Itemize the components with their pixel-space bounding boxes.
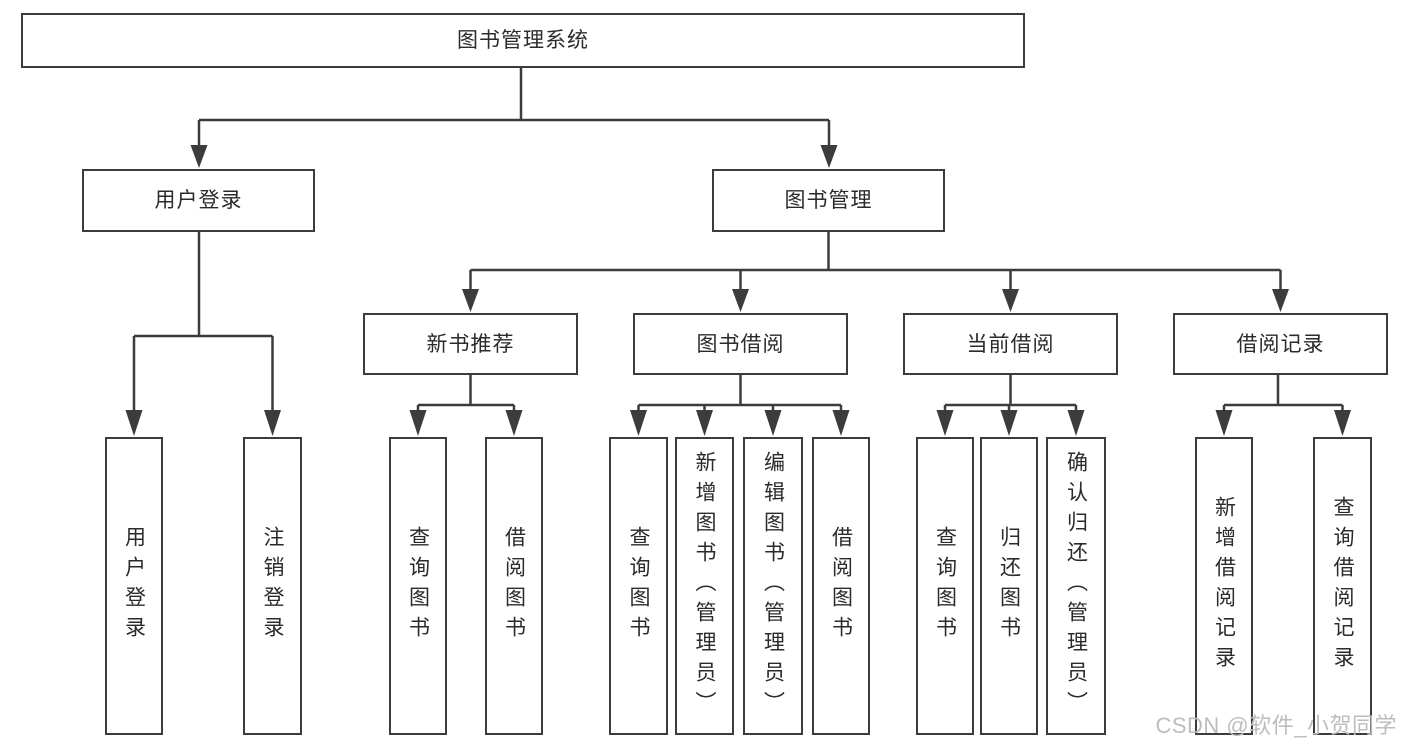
leaf-logout-login: 注销登录: [243, 437, 302, 735]
node-label: 查询图书: [933, 526, 957, 646]
node-label: 确认归还（管理员）: [1064, 451, 1088, 721]
connector-book-management-to-level3: [469, 232, 1282, 291]
leaf-edit-books-admin: 编辑图书（管理员）: [743, 437, 803, 735]
node-label: 注销登录: [261, 526, 284, 646]
leaf-return-books: 归还图书: [980, 437, 1038, 735]
node-label: 新增借阅记录: [1212, 496, 1236, 676]
node-user-login: 用户登录: [82, 169, 315, 232]
connector-new-book-to-leaves: [416, 375, 516, 412]
leaf-query-borrowing-record: 查询借阅记录: [1313, 437, 1372, 735]
node-label: 新增图书（管理员）: [693, 451, 716, 721]
leaf-confirm-return-admin: 确认归还（管理员）: [1046, 437, 1106, 735]
node-book-management: 图书管理: [712, 169, 945, 232]
node-label: 借阅记录: [1236, 332, 1325, 356]
node-label: 新书推荐: [426, 332, 515, 356]
node-label: 图书管理系统: [457, 29, 589, 52]
node-book-borrowing: 图书借阅: [633, 313, 848, 375]
leaf-add-books-admin: 新增图书（管理员）: [675, 437, 734, 735]
connector-book-borrowing-to-leaves: [637, 375, 843, 412]
node-borrowing-records: 借阅记录: [1173, 313, 1388, 375]
arrowheads: [125, 145, 1351, 436]
leaf-query-books-recommend: 查询图书: [389, 437, 447, 735]
node-label: 查询借阅记录: [1331, 496, 1354, 676]
node-label: 用户登录: [122, 526, 146, 646]
node-label: 借阅图书: [829, 526, 853, 646]
node-new-book-recommendation: 新书推荐: [363, 313, 578, 375]
connector-borrowing-records-to-leaves: [1222, 375, 1344, 412]
node-label: 图书借阅: [696, 332, 785, 356]
leaf-borrow-books-recommend: 借阅图书: [485, 437, 543, 735]
connector-current-borrowing-to-leaves: [943, 375, 1078, 412]
connector-root-to-level2: [197, 68, 831, 147]
leaf-query-books-borrowing: 查询图书: [609, 437, 668, 735]
node-label: 借阅图书: [502, 526, 526, 646]
leaf-borrow-books-borrowing: 借阅图书: [812, 437, 870, 735]
node-label: 当前借阅: [966, 332, 1055, 356]
node-current-borrowing: 当前借阅: [903, 313, 1118, 375]
leaf-add-borrowing-record: 新增借阅记录: [1195, 437, 1253, 735]
node-label: 查询图书: [627, 526, 650, 646]
connector-user-login-to-leaves: [132, 232, 274, 412]
node-library-management-system: 图书管理系统: [21, 13, 1025, 68]
node-label: 编辑图书（管理员）: [761, 451, 785, 721]
node-label: 查询图书: [406, 526, 430, 646]
leaf-user-login: 用户登录: [105, 437, 163, 735]
node-label: 图书管理: [784, 189, 873, 212]
node-label: 归还图书: [997, 526, 1021, 646]
node-label: 用户登录: [154, 189, 243, 212]
leaf-query-books-current: 查询图书: [916, 437, 974, 735]
